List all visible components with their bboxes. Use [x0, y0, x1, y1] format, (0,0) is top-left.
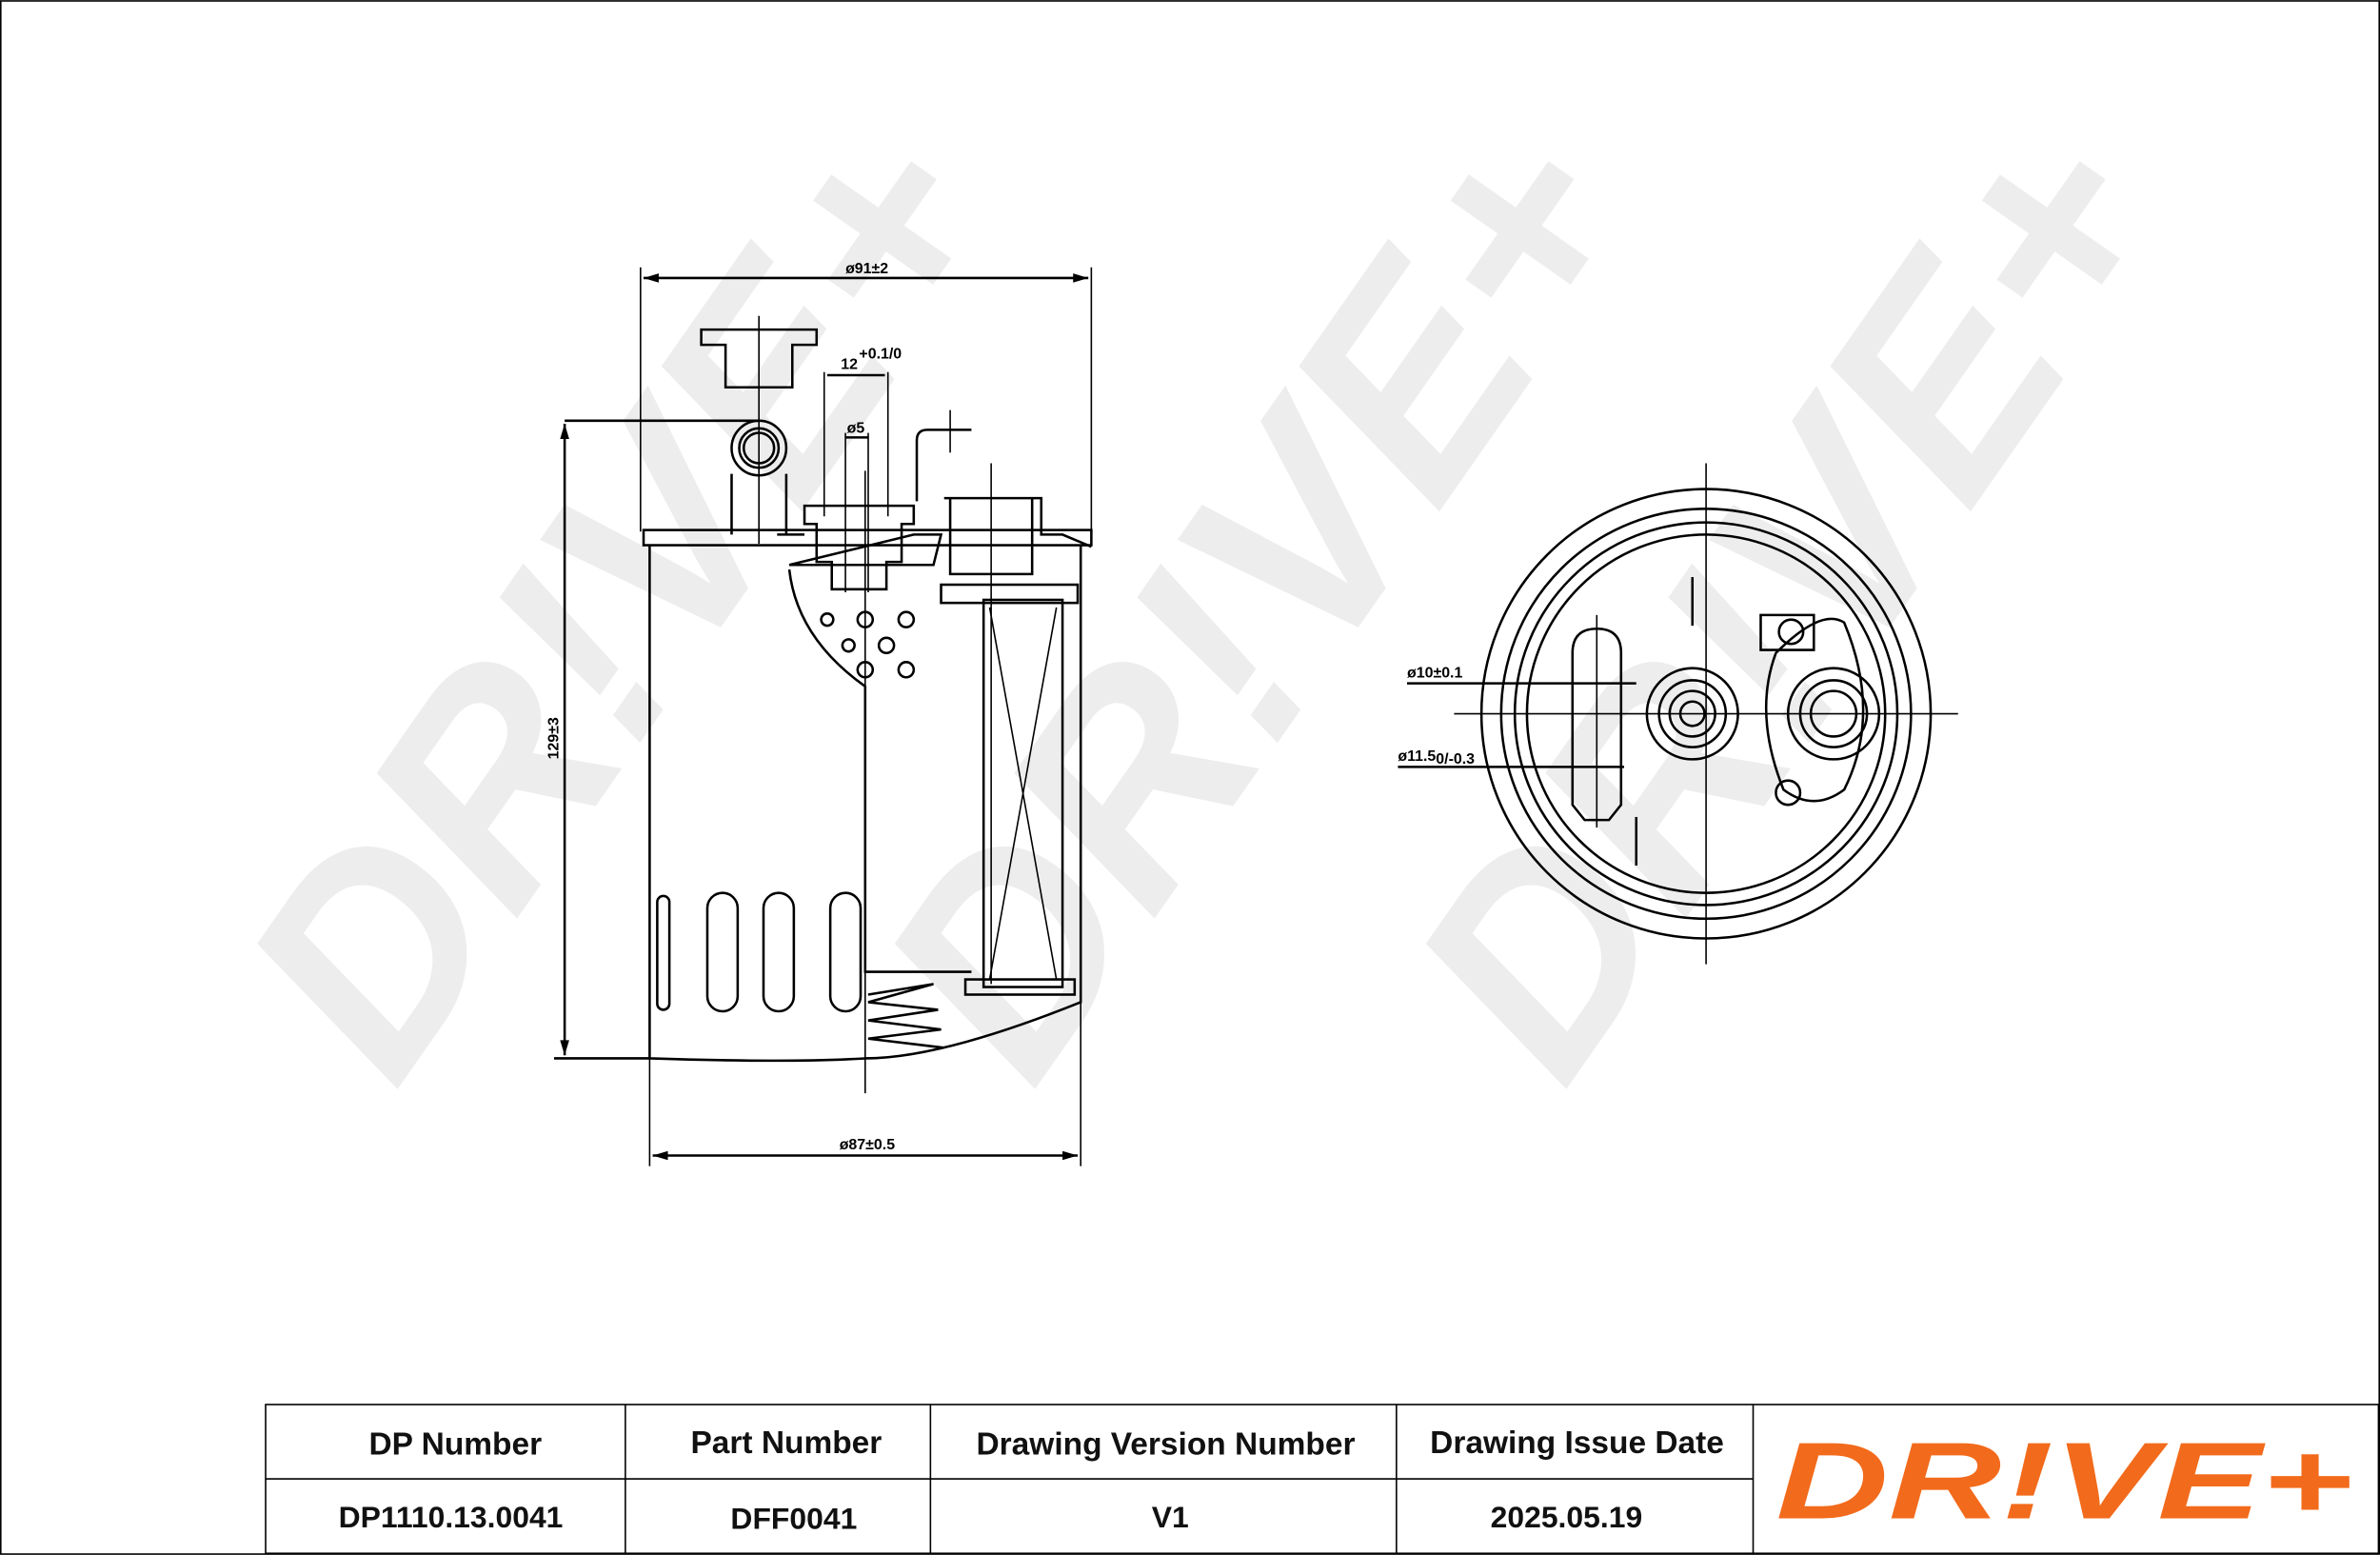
- value-part-number: DFF0041: [730, 1502, 857, 1536]
- value-drawing-version: V1: [1152, 1500, 1189, 1534]
- header-issue-date: Drawing Issue Date: [1430, 1425, 1724, 1461]
- header-dp-number: DP Number: [368, 1427, 542, 1463]
- drive-logo: DR!VE+: [1775, 1421, 2352, 1543]
- header-part-number: Part Number: [690, 1425, 882, 1461]
- value-dp-number: DP1110.13.0041: [339, 1500, 564, 1534]
- dim-height: 129±3: [546, 717, 563, 759]
- watermark-logo: DR!VE+ DR!VE+ DR!VE+: [182, 71, 2226, 1129]
- dim-inner-port-diameter: ø10±0.1: [1407, 665, 1463, 681]
- dim-port-diameter: ø5: [847, 421, 865, 437]
- filter-side-view: ø91±2 12 +0.1/0 ø5: [546, 261, 1093, 1166]
- dim-port-width-tol: +0.1/0: [859, 346, 902, 362]
- dim-body-diameter: ø87±0.5: [840, 1137, 896, 1153]
- dim-outer-port-diameter: ø11.5: [1398, 748, 1436, 765]
- title-block: DP Number Part Number Drawing Version Nu…: [265, 1404, 2380, 1555]
- filter-top-view: ø10±0.1 ø11.5 0/-0.3: [1398, 463, 1958, 965]
- header-drawing-version: Drawing Version Number: [976, 1427, 1355, 1463]
- dim-outer-diameter: ø91±2: [845, 261, 888, 277]
- dim-outer-port-tol: 0/-0.3: [1436, 751, 1475, 768]
- value-issue-date: 2025.05.19: [1491, 1500, 1643, 1534]
- dim-port-width: 12: [841, 357, 858, 373]
